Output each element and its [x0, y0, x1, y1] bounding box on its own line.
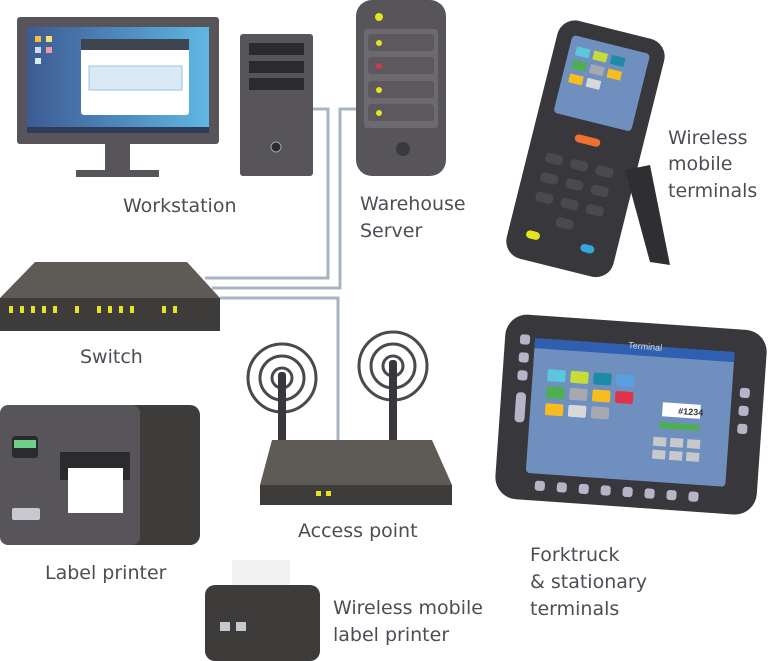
forktruck-label-line2: & stationary	[530, 571, 647, 593]
cable-switch-accesspoint	[220, 296, 340, 440]
network-cables	[205, 107, 356, 440]
workstation-monitor	[17, 17, 219, 177]
wireless-label-line2: mobile	[668, 153, 733, 175]
forktruck-terminal	[495, 314, 767, 515]
label-printer-label: Label printer	[45, 562, 167, 584]
switch-label: Switch	[80, 346, 143, 368]
mobile-printer-label-line1: Wireless mobile	[333, 597, 483, 619]
server-label-line1: Warehouse	[360, 193, 466, 215]
forktruck-label-line3: terminals	[530, 598, 620, 620]
mobile-printer-label-line2: label printer	[333, 624, 450, 646]
terminal-brand-text: Terminal	[628, 340, 663, 353]
cable-server-switch	[212, 107, 356, 290]
wireless-label-line1: Wireless	[668, 127, 748, 149]
workstation-tower	[240, 34, 313, 176]
warehouse-server	[356, 0, 446, 176]
cable-workstation-switch	[205, 107, 330, 280]
access-point-label: Access point	[298, 520, 418, 542]
server-label-line2: Server	[360, 220, 423, 242]
wireless-mobile-label-printer	[205, 560, 320, 661]
wireless-label-line3: terminals	[668, 180, 758, 202]
workstation-label: Workstation	[123, 195, 237, 217]
label-printer	[0, 405, 200, 545]
ticket-number-text: #1234	[678, 406, 704, 418]
forktruck-label-line1: Forktruck	[530, 544, 620, 566]
handheld-stand	[625, 165, 670, 265]
access-point	[246, 330, 452, 505]
wireless-mobile-terminal	[506, 20, 665, 278]
network-switch	[0, 262, 220, 331]
